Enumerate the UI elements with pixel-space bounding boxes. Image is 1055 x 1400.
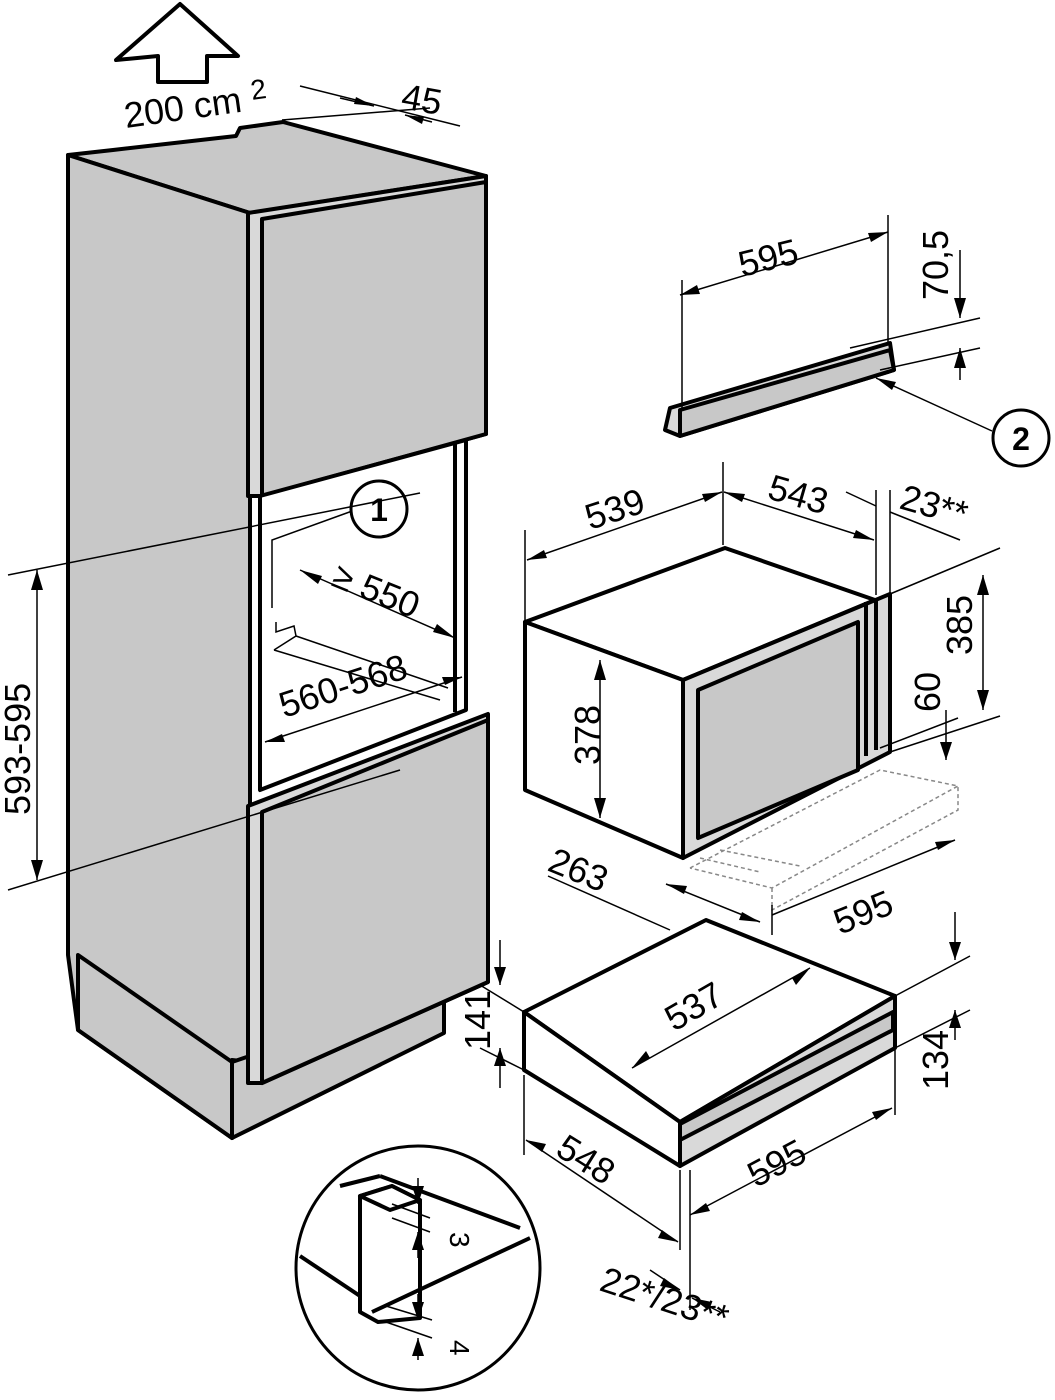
drawer-height-134-dimension: [894, 912, 971, 1049]
appliance-width-label: 543: [764, 466, 833, 522]
detail-gap-4-label: 4: [444, 1340, 475, 1356]
drawer-depth-548-label: 548: [550, 1126, 623, 1193]
niche-depth-dimension: [299, 569, 456, 639]
appliance-height-label: 385: [939, 595, 980, 655]
appliance-depth-label: 539: [580, 480, 650, 538]
appliance: [523, 546, 892, 860]
niche-width-dimension: [264, 676, 463, 743]
gap-top-dimension: [281, 85, 461, 127]
strip-height-label: 70,5: [915, 230, 956, 300]
ventilation-superscript: 2: [249, 73, 269, 106]
detail-gap-3-label: 3: [444, 1232, 475, 1248]
warming-drawer: [522, 918, 897, 1168]
tall-cabinet: [66, 120, 490, 1140]
ventilation-label: 200 cm: [121, 79, 244, 136]
drawer-height-134-label: 134: [915, 1030, 956, 1090]
front-depth-top-label: 23**: [896, 476, 973, 534]
drawer-front-595-label: 595: [741, 1131, 813, 1195]
offset-60-label: 60: [907, 672, 948, 712]
appliance-height-dimension: [889, 547, 1001, 753]
marker-1: 1: [349, 479, 409, 539]
drawer-front-595-dimension: [689, 1050, 896, 1216]
drawer-height-141-dimension: [479, 940, 525, 1088]
drawer-depth-263-label: 263: [543, 839, 614, 900]
drawer-depth-263-dimension: [547, 875, 761, 931]
trim-strip: [663, 215, 993, 438]
drawer-depth-548-dimension: [523, 1075, 681, 1250]
marker-2: 2: [991, 408, 1051, 468]
drawer-height-141-label: 141: [457, 990, 498, 1050]
strip-width-label: 595: [734, 230, 802, 284]
gap-top-label: 45: [399, 76, 446, 123]
drawer-width-595-label: 595: [828, 882, 899, 943]
appliance-width-dimension: [723, 490, 961, 595]
drawer-dashed-outline: [689, 769, 961, 912]
marker-2-label: 2: [1012, 421, 1030, 457]
niche-height-label: 593-595: [0, 683, 38, 815]
detail-magnifier: [294, 1144, 542, 1392]
drawer-inner-537-dimension: [631, 967, 811, 1069]
marker-1-label: 1: [370, 492, 388, 528]
front-thickness-dimension: [649, 1170, 721, 1313]
appliance-depth-dimension: [524, 462, 724, 620]
inner-height-dimension: [594, 660, 606, 818]
ventilation-arrow: [114, 2, 240, 84]
niche-height-dimension: [7, 492, 421, 891]
inner-height-label: 378: [567, 705, 608, 765]
offset-60-dimension: [879, 710, 959, 760]
front-thickness-label: 22*/23**: [596, 1259, 734, 1339]
drawer-width-595-dimension: [771, 839, 956, 935]
